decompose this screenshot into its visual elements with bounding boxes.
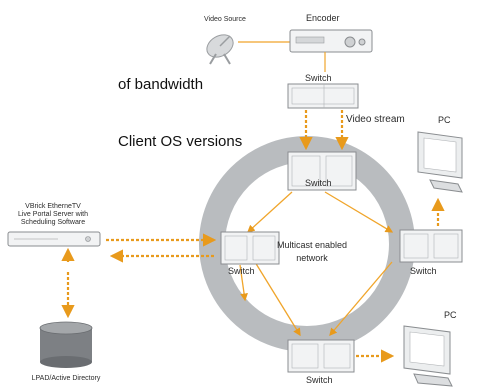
switch-left-label: Switch — [228, 266, 255, 276]
switch-ring-top-device — [287, 151, 357, 191]
portal-server-device — [7, 231, 101, 247]
slide-text-bandwidth: of bandwidth — [118, 76, 204, 93]
switch-right-label: Switch — [410, 266, 437, 276]
video-source-label: Video Source — [204, 16, 246, 23]
network-center-label-1: Multicast enabled — [277, 240, 347, 250]
pc-bottom-monitor-icon — [403, 325, 453, 387]
pc-top-label: PC — [438, 115, 451, 125]
switch-top-device — [287, 83, 359, 109]
database-icon — [39, 321, 93, 368]
switch-top-label: Switch — [305, 73, 332, 83]
pc-bottom-label: PC — [444, 310, 457, 320]
switch-bottom-device — [287, 339, 355, 373]
ldap-label: LPAD/Active Directory — [32, 375, 101, 382]
satellite-dish-icon — [206, 34, 234, 65]
video-stream-label: Video stream — [346, 114, 405, 125]
slide-text-client-os: Client OS versions — [118, 133, 243, 150]
network-center-label-2: network — [296, 253, 328, 263]
portal-label-1: VBrick EtherneTV — [25, 203, 81, 210]
switch-left-device — [220, 231, 280, 265]
portal-label-3: Scheduling Software — [21, 219, 85, 226]
switch-bottom-label: Switch — [306, 375, 333, 385]
ring-flow-lines — [239, 191, 394, 337]
encoder-label: Encoder — [306, 13, 340, 23]
portal-label-2: Live Portal Server with — [18, 211, 88, 218]
encoder-device — [289, 29, 373, 53]
pc-top-monitor-icon — [417, 131, 463, 193]
switch-right-device — [399, 229, 463, 263]
video-stream-arrows — [299, 110, 349, 151]
switch-ring-top-label: Switch — [305, 178, 332, 188]
